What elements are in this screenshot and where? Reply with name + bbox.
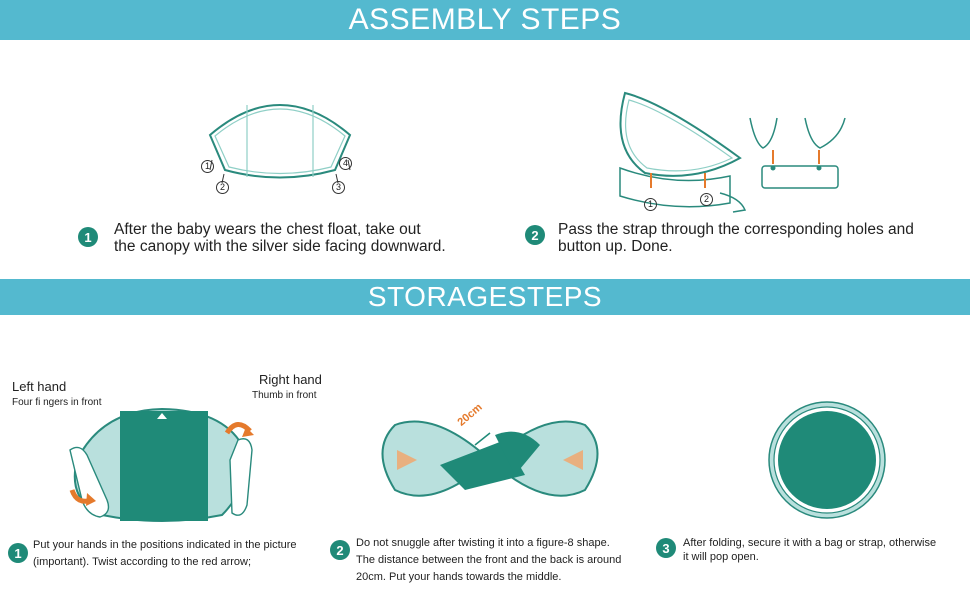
canopy-marker-3: 3 (332, 181, 345, 194)
storage-steps-title: STORAGESTEPS (367, 281, 603, 312)
canopy-marker-2: 2 (216, 181, 229, 194)
storage-step-2-line-2: The distance between the front and the b… (356, 554, 622, 566)
canopy-marker-4: 4 (339, 157, 352, 170)
strap-marker-1: 1 (644, 198, 657, 211)
assembly-steps-title: ASSEMBLY STEPS (348, 3, 622, 36)
storage-step-2-text: Do not snuggle after twisting it into a … (356, 535, 621, 586)
storage-step-3-line-1: After folding, secure it with a bag or s… (683, 537, 937, 549)
assembly-step-2-number: 2 (525, 225, 545, 245)
strap-marker-2: 2 (700, 193, 713, 206)
storage-step-3-line-2: it will pop open. (683, 551, 759, 563)
assembly-step-1-text: After the baby wears the chest float, ta… (114, 221, 446, 255)
storage-step-1-line-2: (important). Twist according to the red … (33, 556, 252, 568)
assembly-steps-banner: ASSEMBLY STEPS (0, 0, 970, 40)
left-hand-title: Left hand (12, 379, 67, 394)
assembly-step-2-line-2: button up. Done. (558, 238, 673, 255)
storage-step-2-number: 2 (330, 540, 350, 560)
canopy-diagram (208, 104, 352, 184)
assembly-step-1-line-2: the canopy with the silver side facing d… (114, 238, 446, 255)
right-hand-title: Right hand (259, 372, 322, 387)
storage-steps-banner: STORAGESTEPS (0, 279, 970, 315)
hands-canopy-diagram (69, 407, 254, 522)
canopy-marker-1: 1 (201, 160, 214, 173)
folded-circle-diagram (768, 401, 886, 519)
left-hand-subtitle: Four fi ngers in front (12, 397, 102, 408)
assembly-step-1-number: 1 (78, 227, 98, 247)
storage-step-3-text: After folding, secure it with a bag or s… (683, 535, 936, 566)
storage-step-2-line-3: 20cm. Put your hands towards the middle. (356, 571, 562, 583)
storage-step-1-text: Put your hands in the positions indicate… (33, 537, 297, 571)
right-hand-subtitle: Thumb in front (252, 390, 317, 401)
assembly-step-1-line-1: After the baby wears the chest float, ta… (114, 221, 421, 238)
figure-eight-diagram (381, 420, 599, 497)
strap-diagram (619, 91, 846, 213)
storage-step-1-number: 1 (8, 543, 28, 563)
assembly-step-2-line-1: Pass the strap through the corresponding… (558, 221, 914, 238)
assembly-step-2-text: Pass the strap through the corresponding… (558, 221, 914, 255)
storage-step-2-line-1: Do not snuggle after twisting it into a … (356, 537, 610, 549)
storage-step-3-number: 3 (656, 538, 676, 558)
storage-step-1-line-1: Put your hands in the positions indicate… (33, 539, 297, 551)
